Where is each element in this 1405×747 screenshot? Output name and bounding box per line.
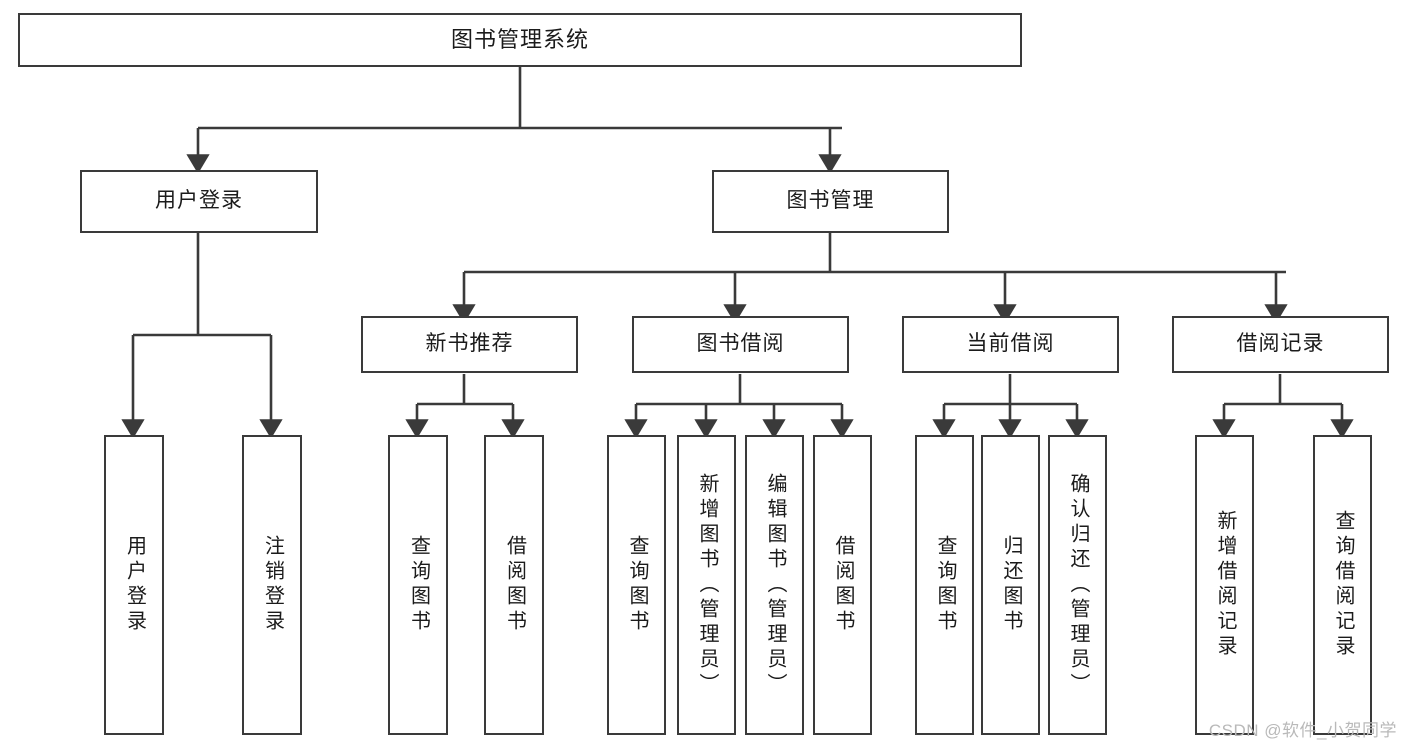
node-leaf-borrow-book-2[interactable]: 借阅图书 (813, 435, 872, 735)
node-leaf-add-book-label: 新增图书（管理员） (696, 472, 718, 698)
node-root[interactable]: 图书管理系统 (18, 13, 1022, 67)
node-leaf-borrow-book-2-label: 借阅图书 (832, 535, 854, 635)
node-leaf-query-record[interactable]: 查询借阅记录 (1313, 435, 1372, 735)
node-leaf-query-book-2[interactable]: 查询图书 (607, 435, 666, 735)
node-new-book-recommend-label: 新书推荐 (425, 332, 514, 356)
node-leaf-user-logout[interactable]: 注销登录 (242, 435, 302, 735)
node-leaf-user-login[interactable]: 用户登录 (104, 435, 164, 735)
node-leaf-return-book[interactable]: 归还图书 (981, 435, 1040, 735)
node-leaf-confirm-return[interactable]: 确认归还（管理员） (1048, 435, 1107, 735)
node-user-login[interactable]: 用户登录 (80, 170, 318, 233)
node-leaf-edit-book[interactable]: 编辑图书（管理员） (745, 435, 804, 735)
node-leaf-add-book[interactable]: 新增图书（管理员） (677, 435, 736, 735)
node-book-borrow-label: 图书借阅 (696, 332, 785, 356)
node-book-manage-label: 图书管理 (786, 189, 875, 213)
node-leaf-add-record-label: 新增借阅记录 (1214, 510, 1236, 660)
node-leaf-query-book-3-label: 查询图书 (934, 535, 956, 635)
node-current-borrow[interactable]: 当前借阅 (902, 316, 1119, 373)
node-leaf-confirm-return-label: 确认归还（管理员） (1067, 472, 1089, 698)
node-current-borrow-label: 当前借阅 (966, 332, 1055, 356)
node-borrow-record-label: 借阅记录 (1236, 332, 1325, 356)
node-leaf-query-book-1[interactable]: 查询图书 (388, 435, 448, 735)
node-borrow-record[interactable]: 借阅记录 (1172, 316, 1389, 373)
node-user-login-label: 用户登录 (155, 189, 243, 213)
node-leaf-borrow-book-1[interactable]: 借阅图书 (484, 435, 544, 735)
node-new-book-recommend[interactable]: 新书推荐 (361, 316, 578, 373)
node-leaf-query-book-3[interactable]: 查询图书 (915, 435, 974, 735)
node-leaf-user-login-label: 用户登录 (123, 535, 146, 635)
node-leaf-query-book-2-label: 查询图书 (626, 535, 648, 635)
node-leaf-edit-book-label: 编辑图书（管理员） (764, 472, 786, 698)
node-leaf-query-book-1-label: 查询图书 (407, 535, 430, 635)
node-leaf-add-record[interactable]: 新增借阅记录 (1195, 435, 1254, 735)
node-leaf-return-book-label: 归还图书 (1000, 535, 1022, 635)
node-leaf-borrow-book-1-label: 借阅图书 (503, 535, 526, 635)
node-leaf-user-logout-label: 注销登录 (261, 535, 284, 635)
watermark: CSDN @软件_小贺同学 (1208, 721, 1397, 740)
node-book-borrow[interactable]: 图书借阅 (632, 316, 849, 373)
node-root-label: 图书管理系统 (450, 27, 589, 53)
node-leaf-query-record-label: 查询借阅记录 (1332, 510, 1354, 660)
node-book-manage[interactable]: 图书管理 (712, 170, 949, 233)
